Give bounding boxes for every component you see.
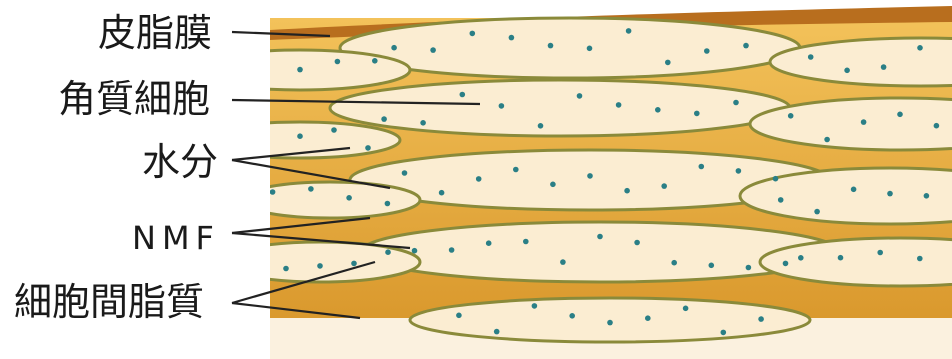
nmf-dot	[260, 69, 266, 75]
nmf-dot	[655, 107, 661, 113]
nmf-dot	[381, 116, 387, 122]
nmf-dot	[351, 261, 357, 267]
nmf-dot	[814, 209, 820, 215]
nmf-dot	[412, 248, 418, 254]
nmf-dot	[587, 173, 593, 179]
nmf-dot	[308, 186, 314, 192]
nmf-dot	[743, 43, 749, 49]
nmf-dot	[844, 68, 850, 74]
nmf-dot	[550, 182, 556, 188]
corneocyte-cell	[240, 182, 420, 218]
nmf-dot	[733, 100, 739, 106]
nmf-dot	[616, 102, 622, 108]
nmf-dot	[460, 92, 466, 98]
nmf-dot	[509, 35, 515, 41]
nmf-dot	[665, 60, 671, 66]
nmf-dot	[607, 320, 613, 326]
nmf-dot	[385, 249, 391, 255]
nmf-dot	[808, 54, 814, 60]
nmf-dot	[824, 137, 830, 143]
nmf-dot	[838, 255, 844, 261]
nmf-dot	[297, 133, 303, 139]
corneocyte-cell	[220, 242, 420, 282]
nmf-dot	[499, 103, 505, 109]
nmf-dot	[439, 190, 445, 196]
nmf-dot	[346, 195, 352, 201]
nmf-dot	[634, 240, 640, 246]
nmf-dot	[661, 183, 667, 189]
nmf-dot	[736, 168, 742, 174]
nmf-dot	[917, 45, 923, 51]
nmf-dot	[704, 48, 710, 54]
nmf-dot	[778, 197, 784, 203]
label-water: 水分	[142, 143, 218, 181]
nmf-dot	[934, 123, 940, 129]
nmf-dot	[897, 112, 903, 118]
nmf-dot	[402, 170, 408, 176]
nmf-dot	[721, 330, 727, 336]
nmf-dot	[694, 111, 700, 117]
nmf-dot	[532, 303, 538, 309]
label-intercellular-lipid: 細胞間脂質	[14, 283, 204, 321]
nmf-dot	[577, 93, 583, 99]
nmf-dot	[783, 261, 789, 267]
nmf-dot	[758, 316, 764, 322]
nmf-dot	[249, 267, 255, 273]
nmf-dot	[317, 263, 323, 269]
nmf-dot	[560, 259, 566, 265]
nmf-dot	[391, 45, 397, 51]
nmf-dot	[365, 145, 371, 151]
corneocyte-cell	[330, 80, 790, 136]
nmf-dot	[626, 28, 632, 34]
nmf-dot	[597, 234, 603, 240]
nmf-dot	[645, 315, 651, 321]
nmf-dot	[297, 67, 303, 73]
nmf-dot	[222, 60, 228, 66]
nmf-dot	[917, 256, 923, 262]
nmf-dot	[798, 255, 804, 261]
nmf-dot	[924, 193, 930, 199]
nmf-dot	[587, 46, 593, 52]
nmf-dot	[709, 263, 715, 269]
nmf-dot	[699, 164, 705, 170]
nmf-dot	[861, 119, 867, 125]
nmf-dot	[513, 167, 519, 173]
nmf-dot	[385, 201, 391, 207]
label-sebum: 皮脂膜	[98, 14, 212, 52]
nmf-dot	[229, 142, 235, 148]
nmf-dot	[569, 313, 575, 319]
nmf-dot	[283, 266, 289, 272]
nmf-dot	[683, 306, 689, 312]
corneocyte-cell	[360, 222, 840, 282]
nmf-dot	[851, 187, 857, 193]
nmf-dot	[335, 59, 341, 65]
nmf-dot	[671, 260, 677, 266]
nmf-dot	[746, 265, 752, 271]
nmf-dot	[486, 240, 492, 246]
nmf-dot	[877, 250, 883, 256]
nmf-dot	[881, 64, 887, 70]
nmf-dot	[788, 113, 794, 119]
nmf-dot	[470, 31, 476, 37]
nmf-dot	[372, 58, 378, 64]
nmf-dot	[476, 176, 482, 182]
nmf-dot	[494, 329, 500, 335]
nmf-dot	[523, 239, 529, 245]
nmf-dot	[449, 247, 455, 253]
nmf-dot	[773, 176, 779, 182]
nmf-dot	[263, 134, 269, 140]
nmf-dot	[430, 47, 436, 53]
label-nmf: NMF	[132, 222, 220, 254]
nmf-dot	[624, 188, 630, 194]
nmf-dot	[270, 189, 276, 195]
tissue-layer	[190, 6, 952, 359]
nmf-dot	[331, 127, 337, 133]
label-corneocyte: 角質細胞	[58, 80, 210, 118]
nmf-dot	[548, 43, 554, 49]
nmf-dot	[887, 191, 893, 197]
nmf-dot	[420, 120, 426, 126]
nmf-dot	[538, 123, 544, 129]
nmf-dot	[456, 313, 462, 319]
